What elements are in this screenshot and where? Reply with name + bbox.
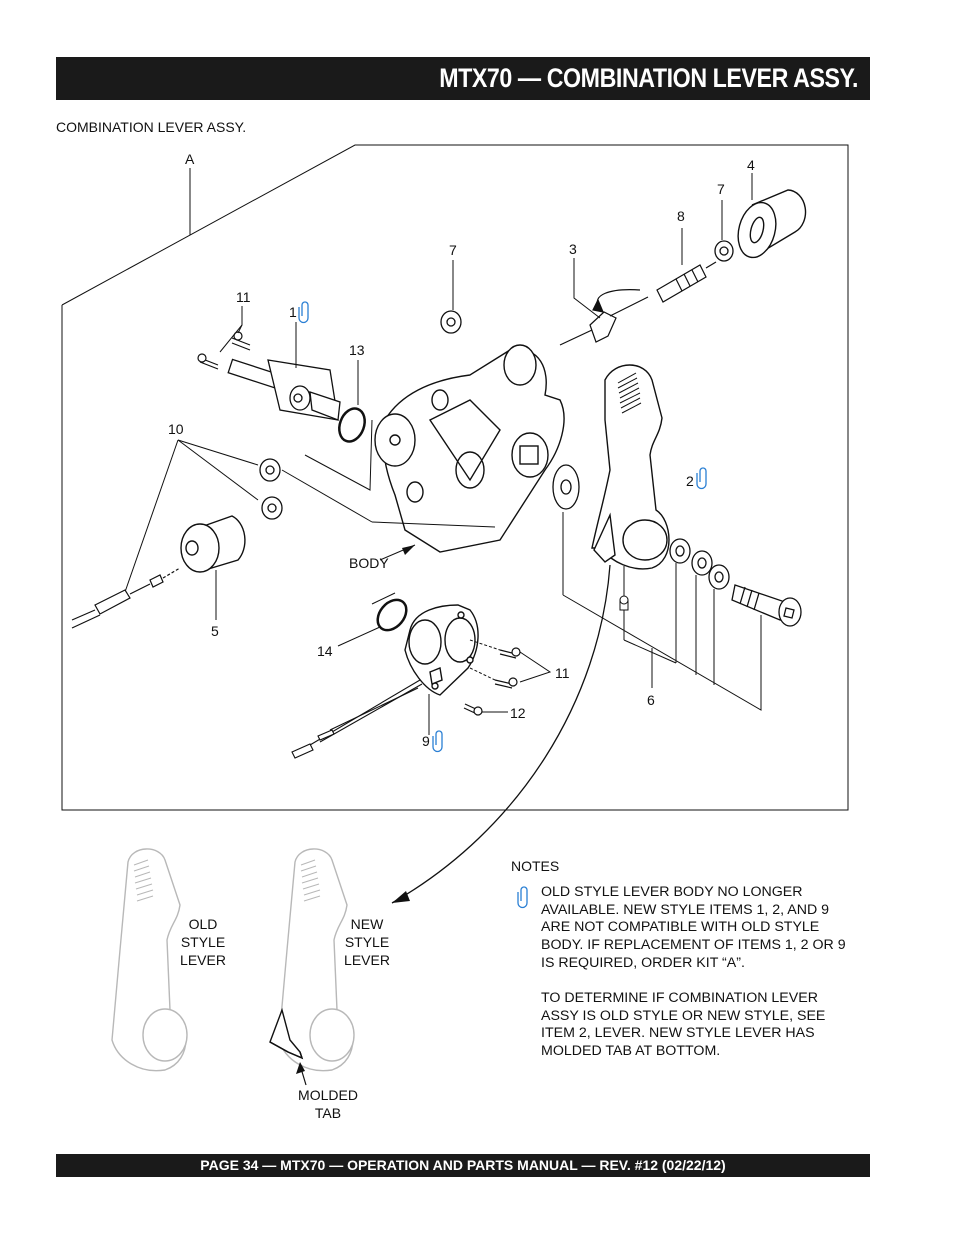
- part-4-knob: [737, 189, 807, 259]
- notes-heading: NOTES: [511, 858, 560, 874]
- note-paragraph-1: OLD STYLE LEVER BODY NO LONGER AVAILABLE…: [541, 884, 846, 971]
- switch-wires: [291, 679, 423, 759]
- part-11-screws-upper: [197, 331, 251, 370]
- footer-text: PAGE 34 — MTX70 — OPERATION AND PARTS MA…: [200, 1157, 726, 1173]
- callout-11-lower: 11: [555, 665, 570, 681]
- kit-a-frame: [61, 144, 849, 811]
- callout-1: 1: [289, 304, 297, 320]
- part-10-nuts: [259, 458, 283, 520]
- callout-10: 10: [168, 421, 184, 437]
- note-paperclip-icon: [517, 886, 528, 909]
- throttle-cable: [71, 567, 181, 629]
- part-2-lever: [591, 364, 670, 570]
- part-5-knob: [180, 515, 246, 573]
- part-6-hardware: [669, 538, 802, 627]
- part-9-switch-housing: [404, 604, 479, 696]
- part-1-shaft-assy: [227, 358, 341, 421]
- callout-13: 13: [349, 342, 365, 358]
- callout-11-upper: 11: [236, 289, 251, 305]
- part-11-screws-lower: [463, 647, 521, 716]
- callout-7-upper: 7: [717, 181, 725, 197]
- new-style-lever-drawing: [278, 848, 355, 1072]
- callout-8: 8: [677, 208, 685, 224]
- callout-body: BODY: [349, 555, 389, 571]
- part-7-nut-left: [440, 310, 462, 334]
- new-style-lever-label: NEW STYLE LEVER: [344, 916, 390, 968]
- callout-14: 14: [317, 643, 333, 659]
- callout-4: 4: [747, 157, 755, 173]
- section-label: COMBINATION LEVER ASSY.: [56, 119, 247, 135]
- callout-12: 12: [510, 705, 526, 721]
- molded-tab: [269, 1007, 304, 1060]
- part-13-oring: [338, 407, 366, 443]
- body-casting: [374, 344, 565, 553]
- molded-tab-label: MOLDED TAB: [298, 1087, 358, 1121]
- callout-9: 9: [422, 733, 430, 749]
- callout-kit-a: A: [185, 151, 195, 167]
- old-style-lever-drawing: [111, 848, 188, 1072]
- part-14-oring: [376, 598, 408, 632]
- washer: [552, 464, 580, 510]
- part-3-bracket: [559, 289, 649, 346]
- callout-3: 3: [569, 241, 577, 257]
- part-7-nut-upper: [714, 240, 734, 262]
- note-paragraph-2: TO DETERMINE IF COMBINATION LEVER ASSY I…: [541, 990, 826, 1060]
- callout-6: 6: [647, 692, 655, 708]
- page-title: MTX70 — COMBINATION LEVER ASSY.: [439, 63, 858, 93]
- old-style-lever-label: OLD STYLE LEVER: [180, 916, 226, 968]
- part-8-rod: [656, 261, 717, 303]
- callout-7-left: 7: [449, 242, 457, 258]
- page-header-bar: MTX70 — COMBINATION LEVER ASSY.: [56, 57, 870, 100]
- callout-5: 5: [211, 623, 219, 639]
- page-footer-bar: PAGE 34 — MTX70 — OPERATION AND PARTS MA…: [56, 1154, 870, 1177]
- callout-2: 2: [686, 473, 694, 489]
